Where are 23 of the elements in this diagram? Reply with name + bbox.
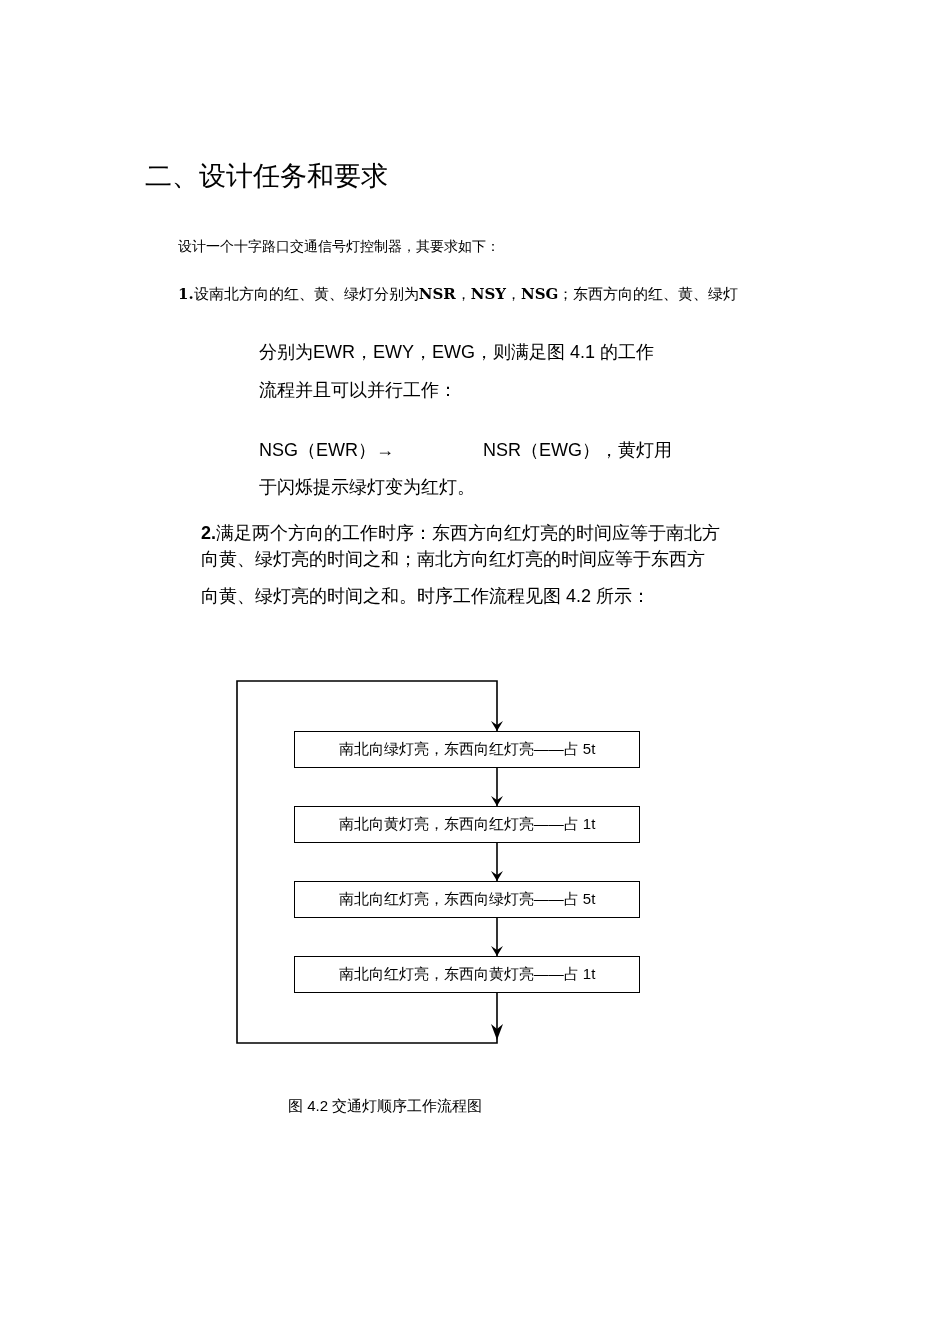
text-line: NSR（EWG），黄灯用 bbox=[483, 439, 672, 462]
text-line: 于闪烁提示绿灯变为红灯。 bbox=[259, 476, 475, 499]
box-label: 南北向绿灯亮，东西向红灯亮——占 5t bbox=[338, 739, 596, 760]
text-line: 流程并且可以并行工作： bbox=[259, 379, 457, 402]
box-label: 南北向黄灯亮，东西向红灯亮——占 1t bbox=[338, 814, 596, 835]
text-line: NSG（EWR）→ bbox=[259, 439, 394, 462]
text-line: 1.设南北方向的红、黄、绿灯分别为NSR，NSY，NSG；东西方向的红、黄、绿灯 bbox=[178, 285, 739, 304]
arrow bbox=[491, 917, 503, 957]
process-box bbox=[294, 956, 640, 993]
text-line: 2.满足两个方向的工作时序：东西方向红灯亮的时间应等于南北方 bbox=[201, 522, 720, 545]
figure-caption: 图 4.2 交通灯顺序工作流程图 bbox=[288, 1096, 483, 1116]
text-line: 分别为EWR，EWY，EWG，则满足图 4.1 的工作 bbox=[259, 341, 654, 364]
box-label: 南北向红灯亮，东西向黄灯亮——占 1t bbox=[338, 964, 596, 985]
arrow bbox=[491, 767, 503, 807]
text-line: 设计一个十字路口交通信号灯控制器，其要求如下： bbox=[178, 238, 500, 256]
arrow bbox=[491, 842, 503, 882]
text-line: 向黄、绿灯亮的时间之和；南北方向红灯亮的时间应等于东西方 bbox=[201, 548, 705, 571]
process-box bbox=[294, 806, 640, 843]
process-box bbox=[294, 881, 640, 918]
box-label: 南北向红灯亮，东西向绿灯亮——占 5t bbox=[338, 889, 596, 910]
process-box bbox=[294, 731, 640, 768]
text-line: 向黄、绿灯亮的时间之和。时序工作流程见图 4.2 所示： bbox=[201, 585, 651, 608]
section-heading: 二、设计任务和要求 bbox=[145, 160, 388, 193]
